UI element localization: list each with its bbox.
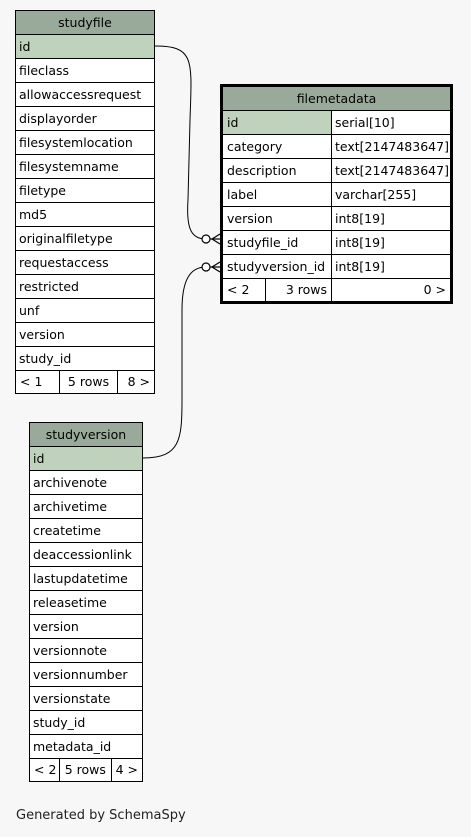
children-count[interactable]: 8 > [127, 374, 150, 389]
column-md5[interactable]: md5 [16, 203, 154, 227]
column-version[interactable]: version [16, 323, 154, 347]
table-title[interactable]: filemetadata [223, 87, 450, 111]
column-type: int8[19] [335, 259, 385, 274]
column-restricted[interactable]: restricted [16, 275, 154, 299]
column-type: text[2147483647] [335, 139, 449, 154]
relationship-studyfile-filemetadata [154, 45, 207, 240]
column-unf[interactable]: unf [16, 299, 154, 323]
column-filetype[interactable]: filetype [16, 179, 154, 203]
parents-count[interactable]: < 2 [223, 279, 266, 301]
column-createtime[interactable]: createtime [30, 519, 142, 543]
column-name: id [223, 111, 332, 134]
column-deaccessionlink[interactable]: deaccessionlink [30, 543, 142, 567]
column-type: serial[10] [335, 115, 395, 130]
table-footer: < 2 3 rows 0 > [223, 279, 450, 301]
children-count[interactable]: 4 > [115, 762, 138, 777]
crowsfoot-marker-studyversion [201, 261, 221, 273]
column-originalfiletype[interactable]: originalfiletype [16, 227, 154, 251]
row-count: 5 rows [60, 759, 112, 781]
column-version[interactable]: version [30, 615, 142, 639]
column-name: description [223, 159, 332, 182]
column-id[interactable]: id [16, 35, 154, 59]
crowsfoot-marker-studyfile [201, 233, 221, 245]
table-title[interactable]: studyversion [30, 423, 142, 447]
column-filesystemname[interactable]: filesystemname [16, 155, 154, 179]
column-name: category [223, 135, 332, 158]
column-versionnote[interactable]: versionnote [30, 639, 142, 663]
column-metadata-id[interactable]: metadata_id [30, 735, 142, 759]
column-filesystemlocation[interactable]: filesystemlocation [16, 131, 154, 155]
generated-by-text: Generated by SchemaSpy [16, 808, 186, 823]
column-type: int8[19] [335, 235, 385, 250]
parents-count[interactable]: < 1 [16, 371, 60, 393]
column-study-id[interactable]: study_id [30, 711, 142, 735]
column-name: studyversion_id [223, 255, 332, 278]
column-displayorder[interactable]: displayorder [16, 107, 154, 131]
column-type: int8[19] [335, 211, 385, 226]
relationship-studyversion-filemetadata [142, 266, 207, 459]
row-count: 5 rows [60, 371, 118, 393]
column-releasetime[interactable]: releasetime [30, 591, 142, 615]
column-fileclass[interactable]: fileclass [16, 59, 154, 83]
column-versionnumber[interactable]: versionnumber [30, 663, 142, 687]
column-name: studyfile_id [223, 231, 332, 254]
parents-count[interactable]: < 2 [30, 759, 60, 781]
column-type: varchar[255] [335, 187, 417, 202]
column-archivenote[interactable]: archivenote [30, 471, 142, 495]
column-id[interactable]: id [30, 447, 142, 471]
column-requestaccess[interactable]: requestaccess [16, 251, 154, 275]
column-type: text[2147483647] [335, 163, 449, 178]
column-versionstate[interactable]: versionstate [30, 687, 142, 711]
table-footer: < 1 5 rows 8 > [16, 371, 154, 393]
column-study-id[interactable]: study_id [16, 347, 154, 371]
column-allowaccessrequest[interactable]: allowaccessrequest [16, 83, 154, 107]
column-name: version [223, 207, 332, 230]
row-count: 3 rows [266, 279, 332, 301]
table-title[interactable]: studyfile [16, 11, 154, 35]
table-footer: < 2 5 rows 4 > [30, 759, 142, 781]
column-archivetime[interactable]: archivetime [30, 495, 142, 519]
column-name: label [223, 183, 332, 206]
column-lastupdatetime[interactable]: lastupdatetime [30, 567, 142, 591]
children-count[interactable]: 0 > [423, 282, 446, 297]
